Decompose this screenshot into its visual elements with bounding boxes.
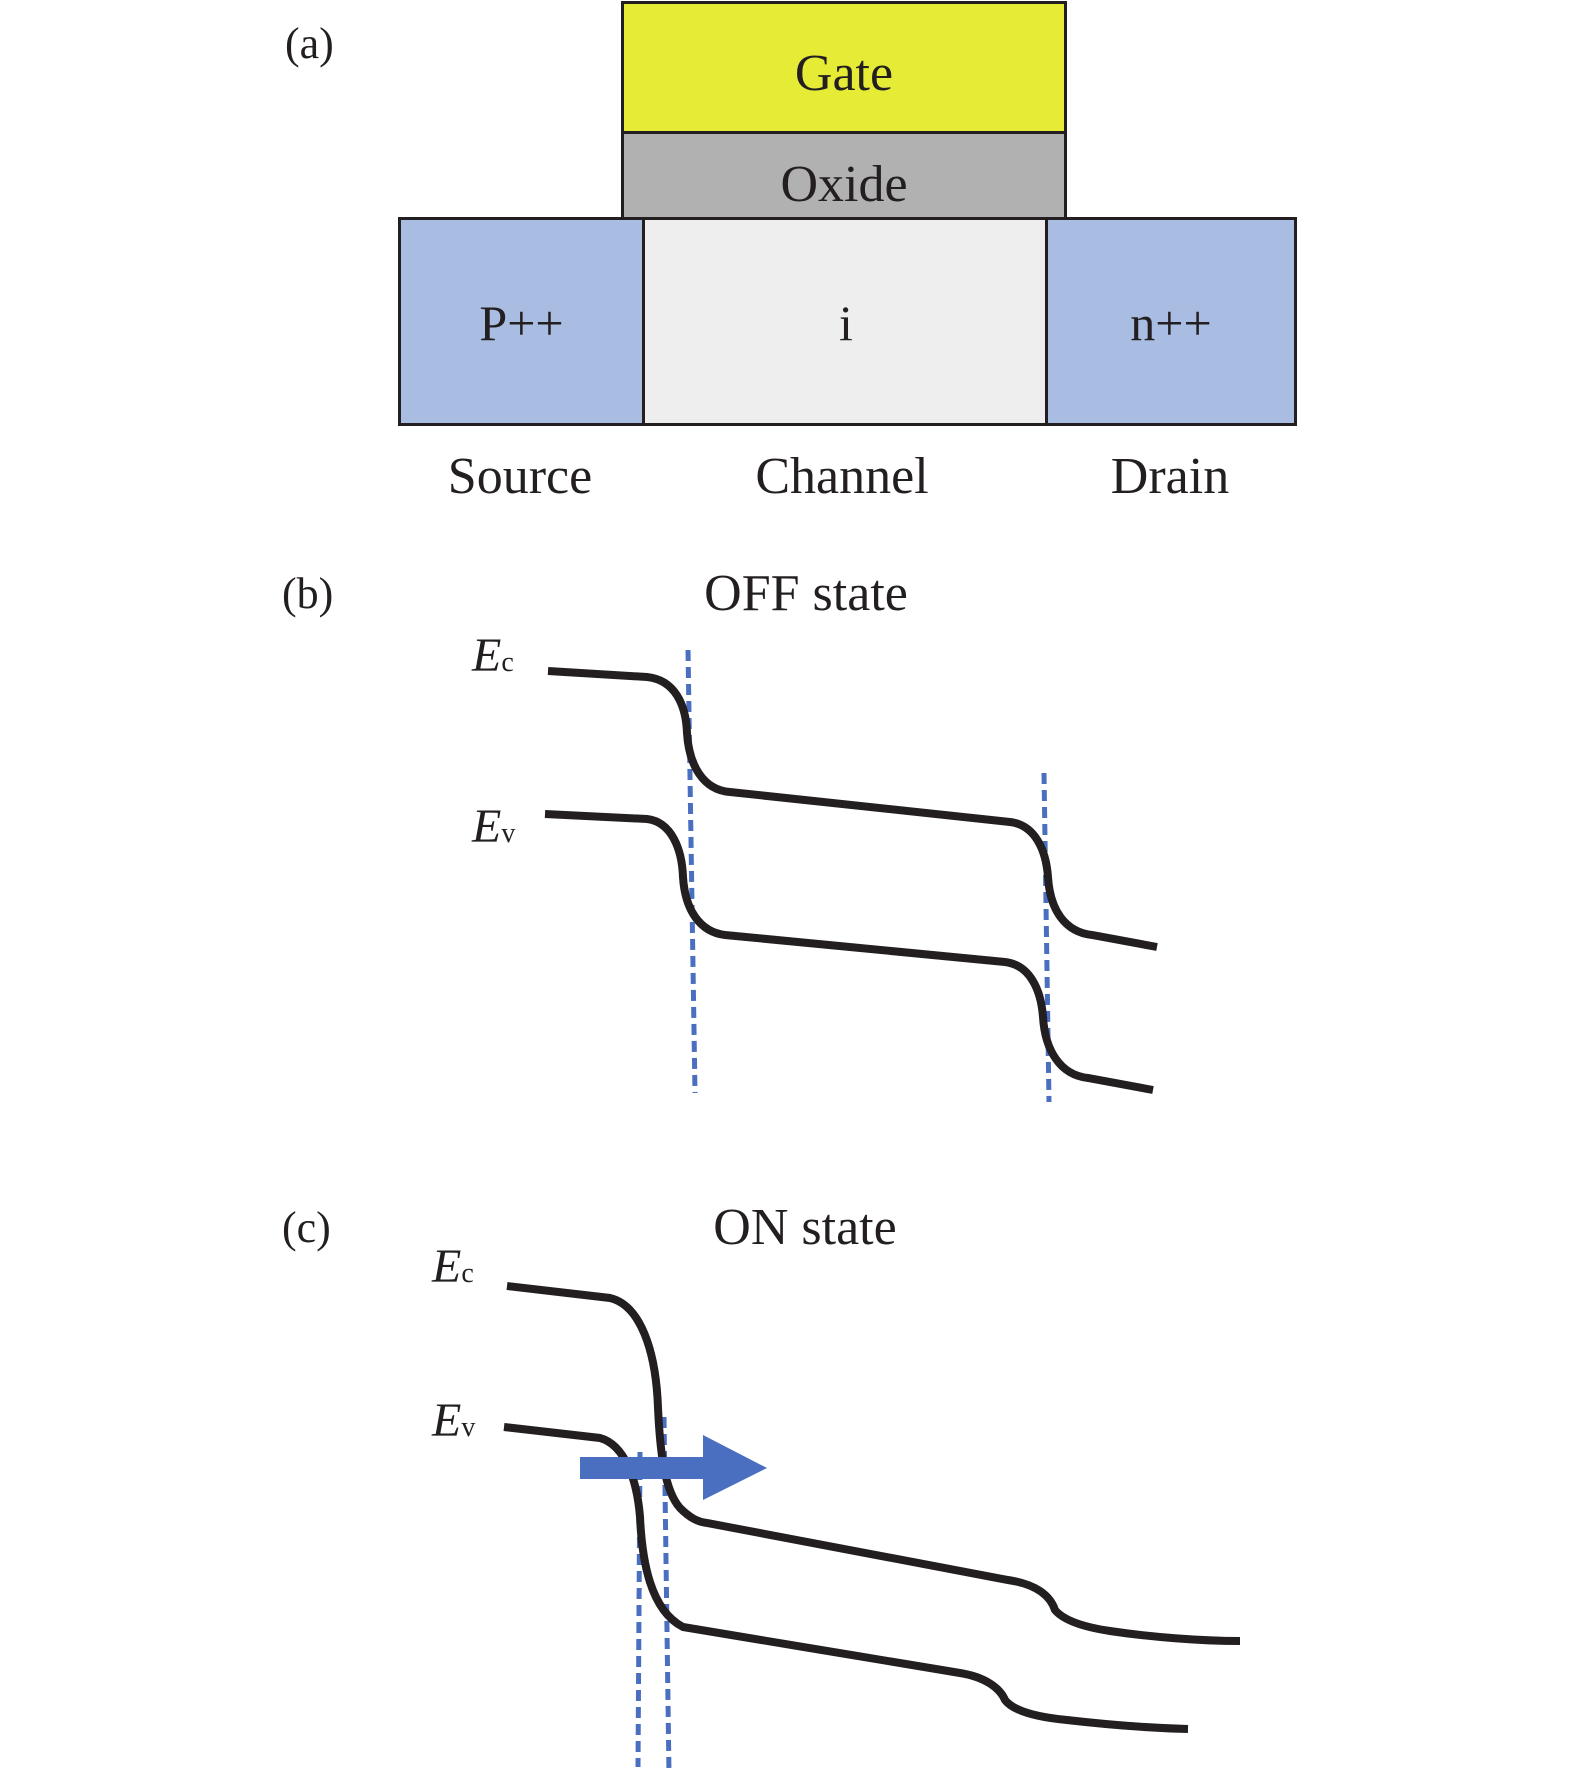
on-ev-subscript: v (461, 1412, 476, 1443)
on-state-title: ON state (713, 1199, 897, 1256)
off-ev-symbol: E (472, 800, 502, 853)
channel-doping-label: i (839, 295, 853, 351)
off-ec-label: Ec (472, 632, 514, 680)
off-ev-label: Ev (472, 803, 515, 851)
panel-c-label: (c) (282, 1203, 331, 1252)
on-ev-symbol: E (432, 1394, 462, 1447)
off-ec-symbol: E (472, 629, 502, 682)
off-valence-band (544, 810, 1154, 1094)
on-valence-band (503, 1423, 1189, 1733)
off-ec-subscript: c (501, 647, 514, 678)
tunneling-arrow (580, 1435, 767, 1500)
oxide-layer: Oxide (621, 131, 1067, 221)
drain-doping-label: n++ (1130, 295, 1212, 351)
channel-label: Channel (755, 448, 929, 505)
source-label: Source (447, 448, 593, 505)
off-state-title: OFF state (704, 565, 908, 622)
gate-layer: Gate (621, 1, 1067, 135)
on-ec-subscript: c (461, 1258, 474, 1289)
channel-region: i (642, 217, 1050, 426)
source-doping-label: P++ (479, 295, 564, 351)
off-ev-subscript: v (501, 818, 516, 849)
on-ev-label: Ev (432, 1397, 475, 1445)
gate-label: Gate (794, 45, 894, 102)
on-ec-symbol: E (432, 1240, 462, 1293)
oxide-label: Oxide (780, 156, 908, 213)
on-conduction-band (506, 1282, 1241, 1645)
panel-b-label: (b) (282, 569, 334, 618)
panel-a-label: (a) (285, 19, 334, 68)
drain-label: Drain (1110, 448, 1230, 505)
source-region: P++ (398, 217, 645, 426)
on-ec-label: Ec (432, 1243, 474, 1291)
tunneling-arrow-head (703, 1435, 767, 1500)
tunneling-arrow-shaft (580, 1457, 704, 1479)
drain-region: n++ (1045, 217, 1297, 426)
off-conduction-band (547, 667, 1158, 951)
